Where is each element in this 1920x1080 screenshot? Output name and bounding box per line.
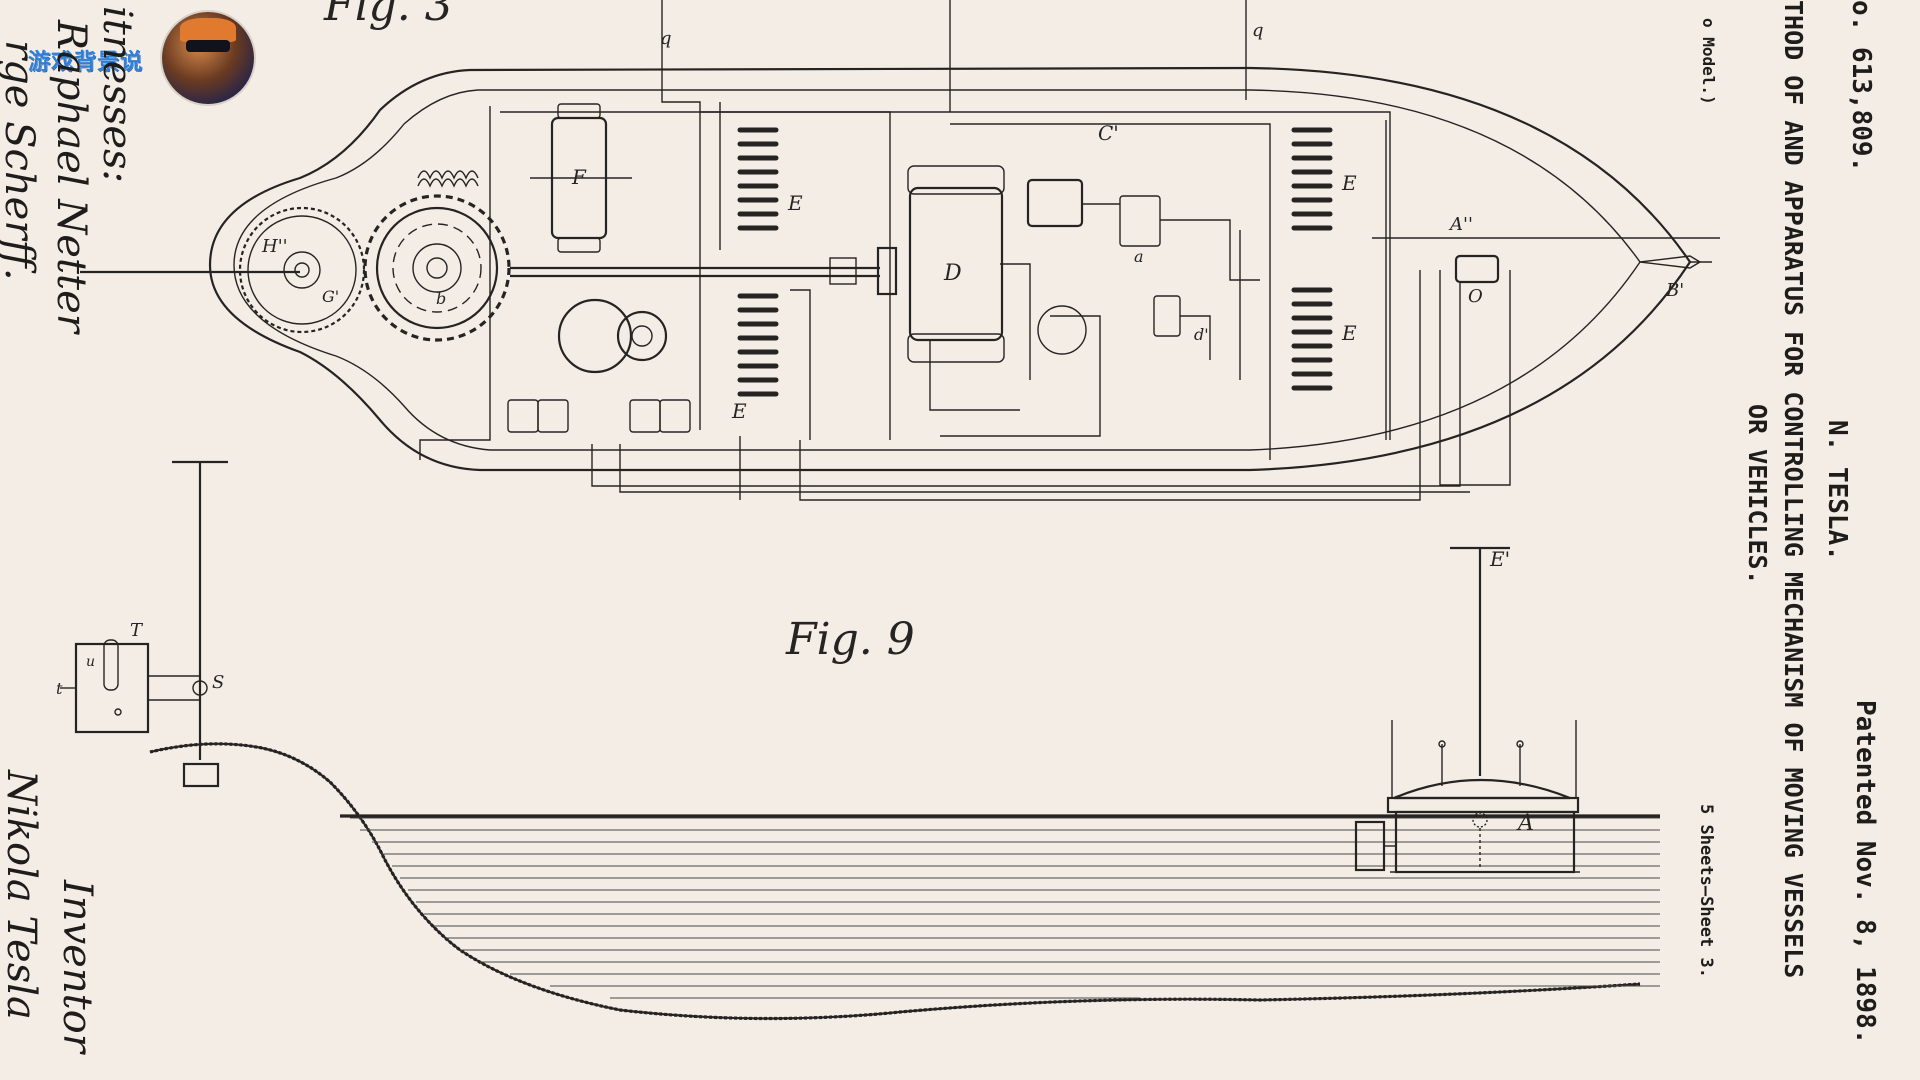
patent-date: Patented Nov. 8, 1898. — [1850, 700, 1880, 1045]
label-G-prime: G' — [322, 287, 339, 306]
label-a: a — [1134, 247, 1144, 266]
label-E-upper-left: E — [787, 191, 803, 215]
inventor-signature: Nikola Tesla — [0, 770, 44, 1020]
fig9-scene-diagram: Fig. 9 T S t u — [56, 460, 1660, 1021]
witnesses-label: itnesses: — [94, 6, 140, 184]
label-q-right: q — [1252, 20, 1264, 41]
label-q-left: q — [660, 28, 672, 49]
witness-signature-2: rge Scherff. — [0, 40, 42, 281]
battery-stack-upper-right — [1291, 127, 1333, 231]
battery-stack-lower-right — [1291, 287, 1333, 391]
logo-text: 游戏背景说 — [28, 50, 144, 75]
label-E-lower-right: E — [1341, 321, 1357, 345]
label-D: D — [943, 261, 962, 286]
label-C-prime: C' — [1098, 121, 1119, 145]
label-O: O — [1468, 286, 1483, 307]
label-E-prime: E' — [1489, 547, 1510, 571]
label-u: u — [86, 654, 95, 670]
label-E-upper-right: E — [1341, 171, 1357, 195]
patent-number: o. 613,809. — [1846, 0, 1876, 173]
model-note: o Model.) — [1699, 18, 1718, 105]
patent-title-line-1: THOD OF AND APPARATUS FOR CONTROLLING ME… — [1779, 0, 1808, 979]
label-b: b — [436, 289, 446, 308]
label-H-double-prime: H'' — [261, 236, 288, 257]
avatar-hair — [180, 18, 236, 42]
label-S: S — [212, 672, 224, 693]
inventor-label: Inventor — [54, 880, 100, 1053]
label-A: A — [1516, 811, 1534, 836]
channel-logo: 游戏背景说 — [22, 8, 262, 104]
inventor-name: N. TESLA. — [1822, 420, 1852, 561]
wiring-network — [419, 0, 1720, 501]
avatar — [162, 12, 254, 104]
battery-stack-upper-left — [737, 127, 779, 231]
fig3-label: Fig. 3 — [323, 0, 453, 31]
patent-title-line-2: OR VEHICLES. — [1743, 404, 1772, 585]
label-d-prime: d' — [1194, 325, 1209, 344]
witness-signature-1: Raphael Netter — [48, 20, 94, 333]
label-A-double-prime: A'' — [1448, 214, 1473, 235]
label-T: T — [130, 620, 144, 641]
water-hatching — [350, 817, 1660, 999]
fig9-label: Fig. 9 — [785, 614, 915, 665]
battery-stack-lower-left — [737, 293, 779, 397]
label-B-prime: B' — [1665, 280, 1684, 301]
sheet-count: 5 Sheets—Sheet 3. — [1696, 804, 1716, 978]
label-F: F — [571, 165, 587, 189]
label-E-lower-left: E — [731, 399, 747, 423]
fig3-boat-diagram: F D E E E E C' O A'' B' H'' G' q q a d' … — [80, 0, 1720, 501]
avatar-visor — [186, 40, 230, 52]
label-t: t — [56, 679, 63, 698]
